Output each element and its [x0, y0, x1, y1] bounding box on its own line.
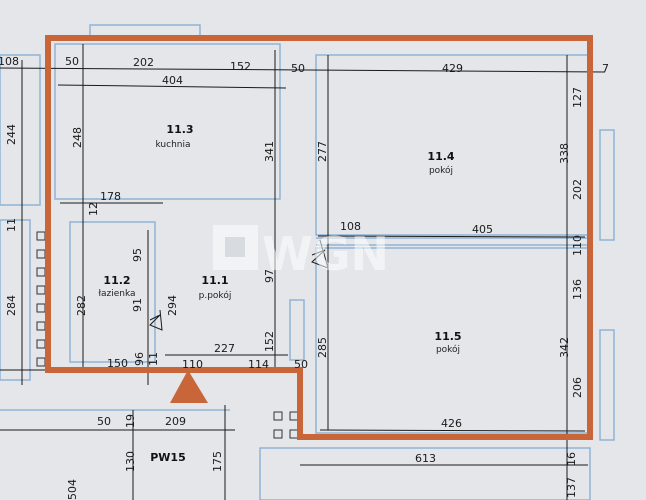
svg-text:11.2: 11.2	[103, 274, 130, 287]
svg-text:227: 227	[214, 342, 235, 355]
svg-text:91: 91	[131, 298, 144, 312]
svg-text:338: 338	[558, 143, 571, 164]
svg-text:137: 137	[565, 477, 578, 498]
svg-text:206: 206	[571, 377, 584, 398]
svg-text:150: 150	[107, 357, 128, 370]
svg-text:50: 50	[65, 55, 79, 68]
svg-text:pokój: pokój	[429, 165, 453, 176]
svg-text:WGN: WGN	[262, 227, 389, 281]
svg-text:130: 130	[124, 451, 137, 472]
svg-text:613: 613	[415, 452, 436, 465]
apartment-outline	[45, 35, 593, 440]
svg-text:127: 127	[571, 87, 584, 108]
svg-text:244: 244	[5, 124, 18, 145]
svg-text:110: 110	[571, 235, 584, 256]
svg-text:95: 95	[131, 248, 144, 262]
room-11-1: 11.1 p.pokój	[199, 274, 232, 301]
svg-text:łazienka: łazienka	[98, 289, 135, 299]
svg-text:426: 426	[441, 417, 462, 430]
svg-text:341: 341	[263, 141, 276, 162]
svg-text:282: 282	[75, 295, 88, 316]
room-11-4: 11.4 pokój	[427, 150, 454, 176]
svg-text:110: 110	[182, 358, 203, 371]
svg-text:11: 11	[5, 218, 18, 232]
horizontal-dimensions: 108 50 202 152 50 429 7 404 178 108 405 …	[0, 55, 609, 465]
svg-text:202: 202	[571, 179, 584, 200]
svg-text:342: 342	[558, 337, 571, 358]
svg-text:16: 16	[565, 452, 578, 466]
svg-text:11.3: 11.3	[166, 123, 193, 136]
svg-text:504: 504	[66, 479, 79, 500]
svg-text:202: 202	[133, 56, 154, 69]
svg-text:50: 50	[294, 358, 308, 371]
room-11-2: 11.2 łazienka	[98, 274, 135, 299]
svg-text:405: 405	[472, 223, 493, 236]
svg-text:178: 178	[100, 190, 121, 203]
svg-text:248: 248	[71, 127, 84, 148]
walls	[0, 24, 615, 500]
svg-text:429: 429	[442, 62, 463, 75]
svg-text:96: 96	[133, 352, 146, 366]
svg-text:50: 50	[97, 415, 111, 428]
dimension-lines	[0, 44, 606, 500]
svg-text:p.pokój: p.pokój	[199, 290, 232, 301]
svg-text:284: 284	[5, 295, 18, 316]
svg-text:kuchnia: kuchnia	[155, 140, 190, 150]
svg-text:50: 50	[291, 62, 305, 75]
wgn-watermark-logo: WGN	[213, 225, 389, 281]
vertical-dimensions: 244 248 341 277 338 127 202 12 11 95 97 …	[5, 87, 584, 500]
pw15-label: PW15	[150, 451, 186, 464]
svg-text:404: 404	[162, 74, 183, 87]
svg-text:19: 19	[124, 414, 137, 428]
svg-text:175: 175	[211, 451, 224, 472]
svg-text:11.5: 11.5	[434, 330, 461, 343]
svg-text:108: 108	[0, 55, 19, 68]
svg-text:97: 97	[263, 269, 276, 283]
room-11-3: 11.3 kuchnia	[155, 123, 193, 150]
svg-text:294: 294	[166, 295, 179, 316]
svg-text:152: 152	[263, 331, 276, 352]
svg-text:209: 209	[165, 415, 186, 428]
svg-text:11.4: 11.4	[427, 150, 454, 163]
svg-text:136: 136	[571, 279, 584, 300]
svg-text:152: 152	[230, 60, 251, 73]
svg-text:114: 114	[248, 358, 269, 371]
entrance-marker	[170, 370, 208, 403]
svg-text:pokój: pokój	[436, 344, 460, 355]
svg-text:108: 108	[340, 220, 361, 233]
svg-text:11.1: 11.1	[201, 274, 228, 287]
svg-text:7: 7	[602, 62, 609, 75]
svg-text:11: 11	[147, 352, 160, 366]
svg-text:285: 285	[316, 337, 329, 358]
ventilation-squares	[36, 231, 299, 439]
svg-text:12: 12	[87, 202, 100, 216]
svg-text:277: 277	[316, 141, 329, 162]
